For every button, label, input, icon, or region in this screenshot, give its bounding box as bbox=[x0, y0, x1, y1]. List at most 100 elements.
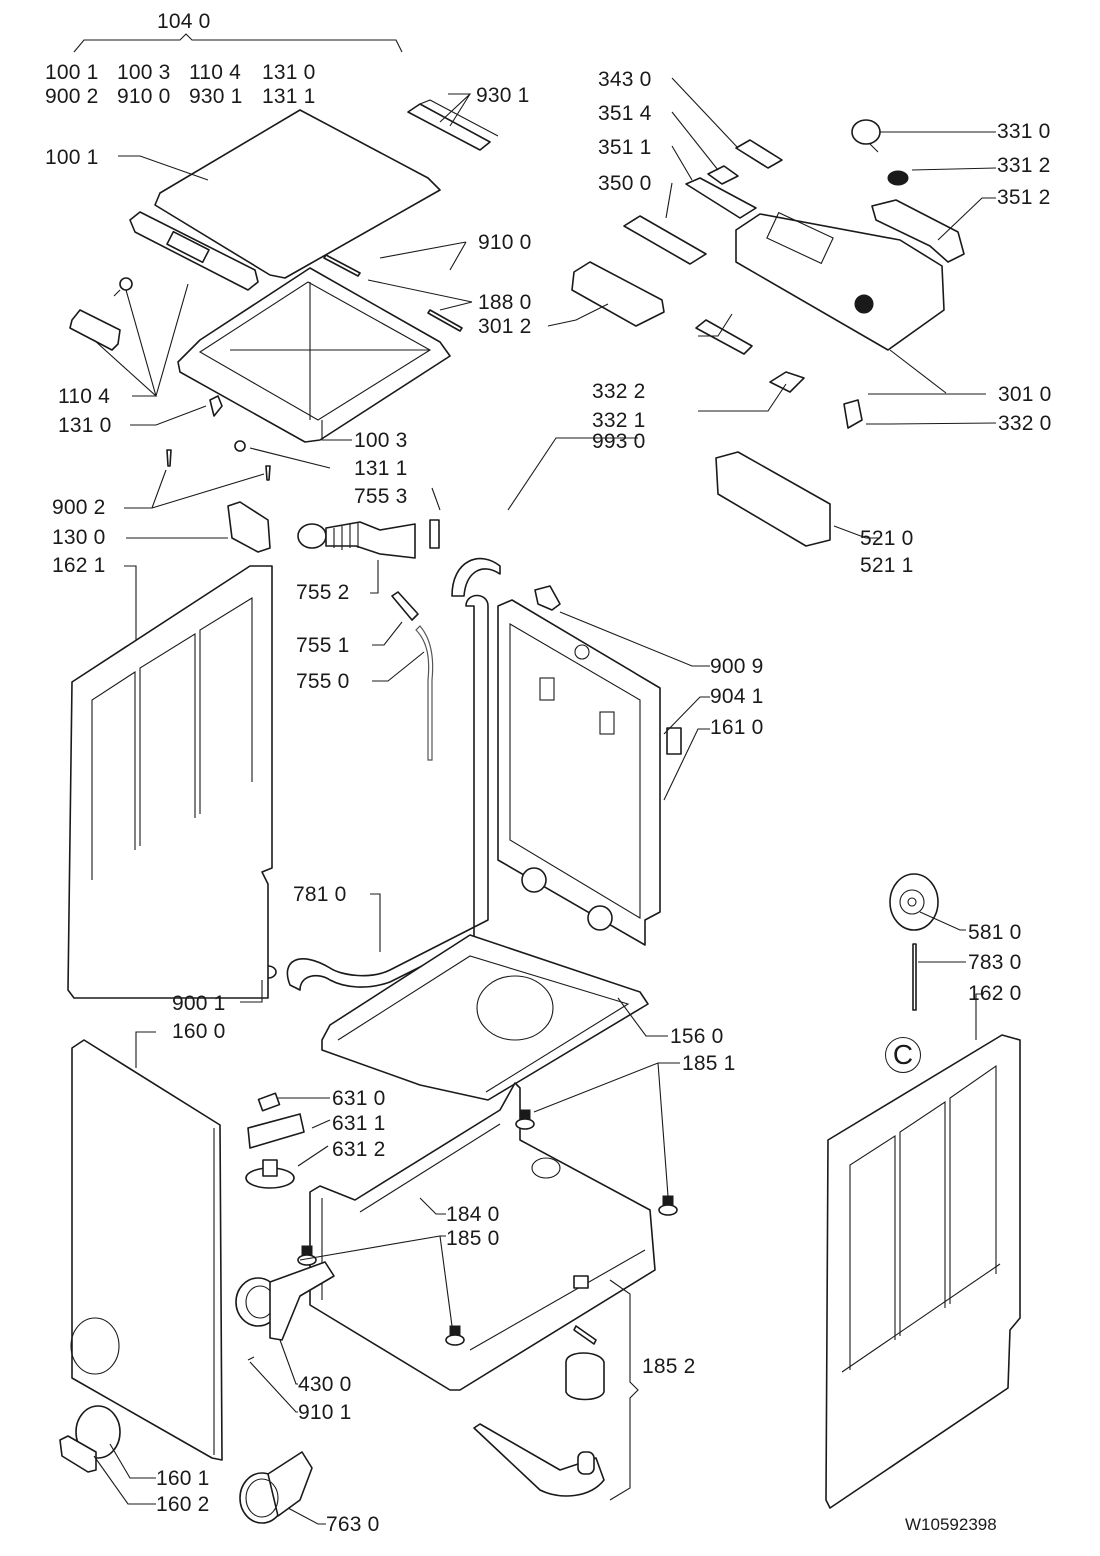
part-label: 110 4 bbox=[58, 385, 110, 408]
part-783-0-rod bbox=[912, 943, 917, 1011]
part-185-0-foot bbox=[445, 1325, 465, 1346]
part-spring bbox=[113, 277, 133, 297]
part-label: 900 1 bbox=[172, 992, 226, 1015]
part-185-1-foot bbox=[658, 1195, 678, 1216]
document-id: W10592398 bbox=[905, 1515, 997, 1534]
part-label: 900 2 bbox=[52, 496, 106, 519]
part-156-0-base-tray bbox=[321, 934, 649, 1101]
part-430-0-pump bbox=[235, 1261, 335, 1341]
part-301-2-dispenser bbox=[571, 261, 665, 327]
part-label: 781 0 bbox=[293, 883, 347, 906]
part-label: 910 0 bbox=[478, 231, 532, 254]
part-label: 930 1 bbox=[476, 84, 530, 107]
part-332-0-piece bbox=[843, 399, 863, 429]
group-member: 131 0 bbox=[262, 61, 316, 84]
group-member: 110 4 bbox=[189, 61, 241, 84]
part-904-1-bracket bbox=[666, 727, 682, 755]
leader-lines bbox=[93, 77, 997, 1525]
part-521-0-controller bbox=[715, 451, 831, 547]
part-label: 160 0 bbox=[172, 1020, 226, 1043]
group-bracket-104-0 bbox=[73, 33, 403, 53]
part-993-0-elbow bbox=[451, 557, 501, 597]
group-member: 930 1 bbox=[189, 85, 243, 108]
part-label: 763 0 bbox=[326, 1513, 380, 1536]
part-162-0-side-panel bbox=[825, 1034, 1021, 1509]
part-label: 332 1 bbox=[592, 409, 646, 432]
part-110-4-latch bbox=[69, 309, 121, 351]
part-label: 185 2 bbox=[642, 1355, 696, 1378]
part-350-0-board bbox=[623, 215, 707, 265]
part-label: 993 0 bbox=[592, 430, 646, 453]
part-160-0-front-panel bbox=[70, 1039, 223, 1461]
part-label: 351 1 bbox=[598, 136, 652, 159]
part-351-1-board bbox=[685, 177, 757, 219]
part-130-0-lid-lock bbox=[227, 501, 271, 553]
part-781-0-drain-hose bbox=[286, 594, 489, 991]
part-755-3 bbox=[429, 519, 440, 549]
part-351-4-module bbox=[707, 165, 739, 185]
part-755-0-tube bbox=[415, 625, 434, 761]
part-label: 521 0 bbox=[860, 527, 914, 550]
part-631-1 bbox=[247, 1113, 305, 1149]
part-label: 160 1 bbox=[156, 1467, 210, 1490]
part-332-2-piece bbox=[695, 319, 753, 355]
part-100-3-top-frame bbox=[177, 267, 451, 443]
part-label: 900 9 bbox=[710, 655, 764, 678]
part-301-0-console bbox=[735, 211, 945, 351]
part-label: 581 0 bbox=[968, 921, 1022, 944]
part-900-9-clip bbox=[534, 585, 561, 611]
part-185-2-kit bbox=[473, 1275, 605, 1497]
part-label: 332 2 bbox=[592, 380, 646, 403]
part-label: 755 2 bbox=[296, 581, 350, 604]
part-label: 131 0 bbox=[58, 414, 112, 437]
part-160-2-clip bbox=[59, 1435, 97, 1473]
part-910-1-screw bbox=[247, 1356, 255, 1361]
part-label: 301 2 bbox=[478, 315, 532, 338]
part-label: 130 0 bbox=[52, 526, 106, 549]
filter-opening bbox=[70, 1317, 120, 1375]
part-label: 904 1 bbox=[710, 685, 764, 708]
part-label: 160 2 bbox=[156, 1493, 210, 1516]
part-631-0 bbox=[257, 1092, 281, 1112]
part-label: 331 0 bbox=[997, 120, 1051, 143]
part-label: 350 0 bbox=[598, 172, 652, 195]
part-900-2-screw bbox=[265, 465, 271, 481]
part-351-2-frame bbox=[871, 199, 965, 263]
part-131-0 bbox=[209, 395, 223, 417]
part-label: 351 2 bbox=[997, 186, 1051, 209]
part-label: 185 0 bbox=[446, 1227, 500, 1250]
group-member: 910 0 bbox=[117, 85, 171, 108]
part-label: 521 1 bbox=[860, 554, 914, 577]
part-343-0-display bbox=[735, 139, 783, 169]
part-label: 755 0 bbox=[296, 670, 350, 693]
part-label: 156 0 bbox=[670, 1025, 724, 1048]
part-161-0-rear-panel bbox=[497, 599, 661, 946]
group-member: 900 2 bbox=[45, 85, 99, 108]
part-label: 332 0 bbox=[998, 412, 1052, 435]
group-member: 100 1 bbox=[45, 61, 99, 84]
part-label: 161 0 bbox=[710, 716, 764, 739]
part-label: 755 3 bbox=[354, 485, 408, 508]
part-label: 351 4 bbox=[598, 102, 652, 125]
group-label-104-0: 104 0 bbox=[157, 10, 211, 33]
part-631-2-foot bbox=[245, 1159, 295, 1189]
part-581-0-pulley bbox=[889, 873, 939, 931]
part-100-1-lid bbox=[154, 109, 441, 279]
reference-circle-c: C bbox=[885, 1037, 921, 1073]
part-188-0-pin bbox=[427, 309, 463, 332]
part-label: 331 2 bbox=[997, 154, 1051, 177]
part-900-2-screw bbox=[166, 449, 172, 467]
kit-nut bbox=[573, 1275, 589, 1289]
part-label: 631 0 bbox=[332, 1087, 386, 1110]
kit-pin bbox=[573, 1325, 597, 1345]
part-332-1-piece bbox=[769, 371, 805, 393]
part-label: 185 1 bbox=[682, 1052, 736, 1075]
part-910-0-pin bbox=[323, 254, 361, 277]
part-755-1-fitting bbox=[391, 591, 419, 621]
part-185-1-foot bbox=[515, 1109, 535, 1130]
part-label: 131 1 bbox=[354, 457, 408, 480]
part-label: 430 0 bbox=[298, 1373, 352, 1396]
part-label: 343 0 bbox=[598, 68, 652, 91]
kit-cup bbox=[565, 1352, 605, 1401]
